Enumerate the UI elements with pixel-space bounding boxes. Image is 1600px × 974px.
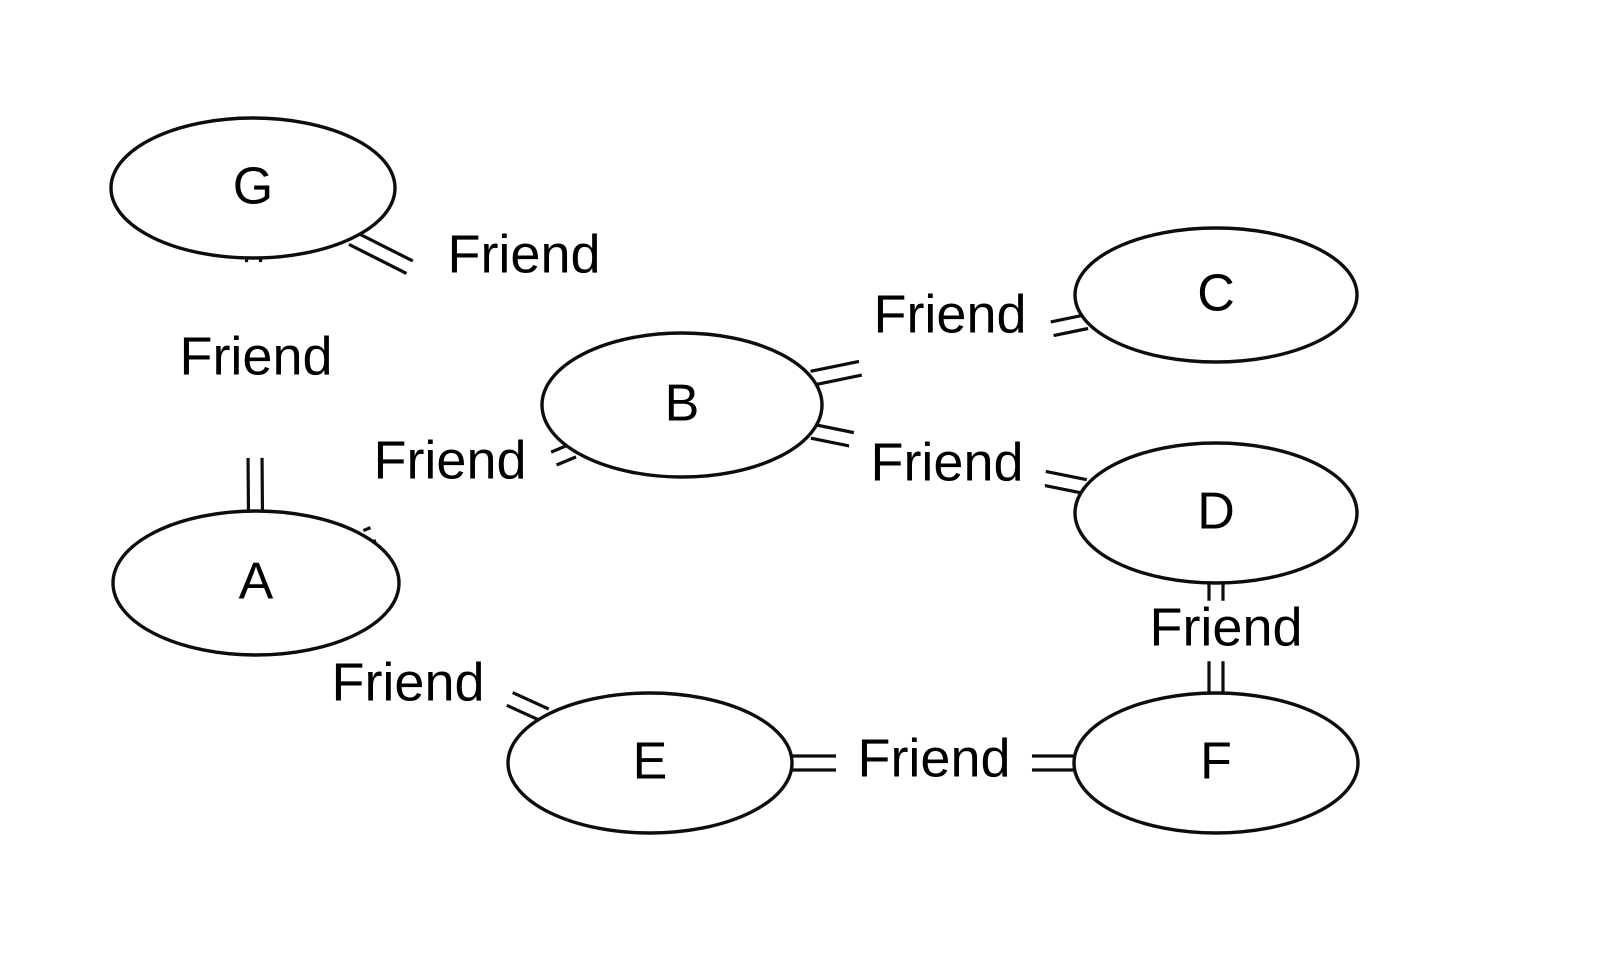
edge-a-b-stroke — [362, 526, 372, 533]
edge-g-a-label: Friend — [179, 326, 332, 386]
node-F[interactable]: F — [1072, 691, 1360, 835]
node-A-label: A — [239, 553, 274, 611]
edge-b-d-stroke — [813, 422, 855, 435]
edge-b-d-stroke — [810, 436, 852, 448]
node-B[interactable]: B — [540, 331, 824, 479]
edge-b-c-stroke — [813, 373, 863, 387]
edge-b-c-stroke — [810, 359, 860, 373]
nodes-layer: G B C A D E F — [109, 116, 1360, 835]
node-G-label: G — [233, 158, 273, 216]
edge-g-b[interactable] — [348, 230, 414, 275]
node-B-ellipse — [540, 331, 824, 479]
edge-a-b-stroke — [555, 455, 577, 467]
edge-a-b-label-backdrop — [352, 433, 548, 495]
edge-b-d-label-backdrop — [849, 435, 1045, 497]
node-F-label: F — [1200, 733, 1232, 791]
node-D-ellipse — [1073, 441, 1359, 585]
node-A-ellipse — [111, 509, 401, 657]
node-G-ellipse — [109, 116, 397, 260]
edge-b-c-stroke — [1050, 313, 1086, 324]
edge-g-a-label-backdrop — [158, 329, 354, 391]
edge-g-b-stroke — [348, 242, 408, 275]
edge-g-b-stroke — [354, 230, 414, 263]
edge-e-f-label-backdrop — [836, 731, 1032, 793]
edge-labels-layer: FriendFriendFriendFriendFriendFriendFrie… — [158, 224, 1324, 793]
edge-a-e-label: Friend — [331, 652, 484, 712]
edge-b-c-label: Friend — [873, 284, 1026, 344]
node-A[interactable]: A — [111, 509, 401, 657]
node-E[interactable]: E — [506, 691, 794, 835]
edge-e-f-label: Friend — [857, 728, 1010, 788]
node-E-label: E — [633, 733, 668, 791]
edge-e-f[interactable] — [792, 754, 1074, 772]
node-G[interactable]: G — [109, 116, 397, 260]
edge-b-c-stroke — [1053, 326, 1089, 338]
node-F-ellipse — [1072, 691, 1360, 835]
edge-b-c[interactable] — [810, 313, 1089, 387]
node-E-ellipse — [506, 691, 794, 835]
node-D[interactable]: D — [1073, 441, 1359, 585]
node-B-label: B — [665, 375, 700, 433]
edge-d-f-label: Friend — [1149, 597, 1302, 657]
edge-b-d-label: Friend — [870, 432, 1023, 492]
edge-a-e-stroke — [511, 691, 550, 711]
edge-d-f-label-backdrop — [1128, 600, 1324, 662]
edge-b-d-stroke — [1042, 483, 1085, 496]
edge-g-b-label-backdrop — [426, 227, 622, 289]
node-C-label: C — [1197, 265, 1235, 323]
node-C-ellipse — [1073, 226, 1359, 364]
edge-a-e-label-backdrop — [310, 655, 506, 717]
edge-b-d[interactable] — [810, 422, 1088, 496]
node-D-label: D — [1197, 483, 1235, 541]
node-C[interactable]: C — [1073, 226, 1359, 364]
edge-b-d-stroke — [1045, 469, 1088, 482]
edge-b-c-label-backdrop — [852, 287, 1048, 349]
edge-g-b-label: Friend — [447, 224, 600, 284]
edge-a-b-label: Friend — [373, 430, 526, 490]
